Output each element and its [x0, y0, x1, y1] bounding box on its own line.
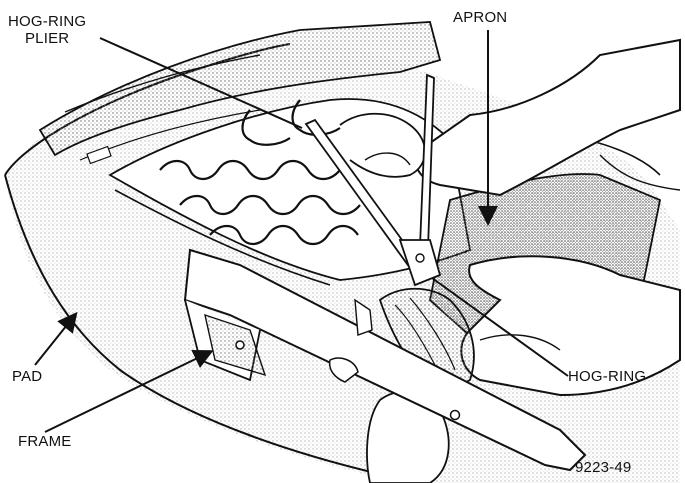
leader-frame — [44, 349, 214, 433]
hog-ring-plier-label: HOG-RING PLIER — [8, 13, 86, 47]
figure-number: 9223-49 — [575, 459, 632, 476]
lower-hand — [460, 255, 681, 397]
sinuous-springs — [159, 99, 361, 246]
hog-ring-label: HOG-RING — [568, 368, 647, 385]
leader-pad — [34, 311, 78, 366]
leader-hog-ring — [431, 277, 569, 377]
hog-ring-plier-label-line1: HOG-RING — [8, 13, 87, 30]
apron-label: APRON — [453, 9, 508, 26]
hog-ring-plier-label-line2: PLIER — [24, 30, 70, 47]
frame-label: FRAME — [18, 433, 72, 450]
leader-lines — [34, 30, 569, 433]
hog-ring-pliers — [304, 73, 442, 287]
leader-hog-ring-plier — [99, 37, 303, 129]
pad-label: PAD — [12, 368, 43, 385]
rear-pad-edge — [38, 21, 442, 165]
seat-frame-rail — [183, 248, 587, 472]
